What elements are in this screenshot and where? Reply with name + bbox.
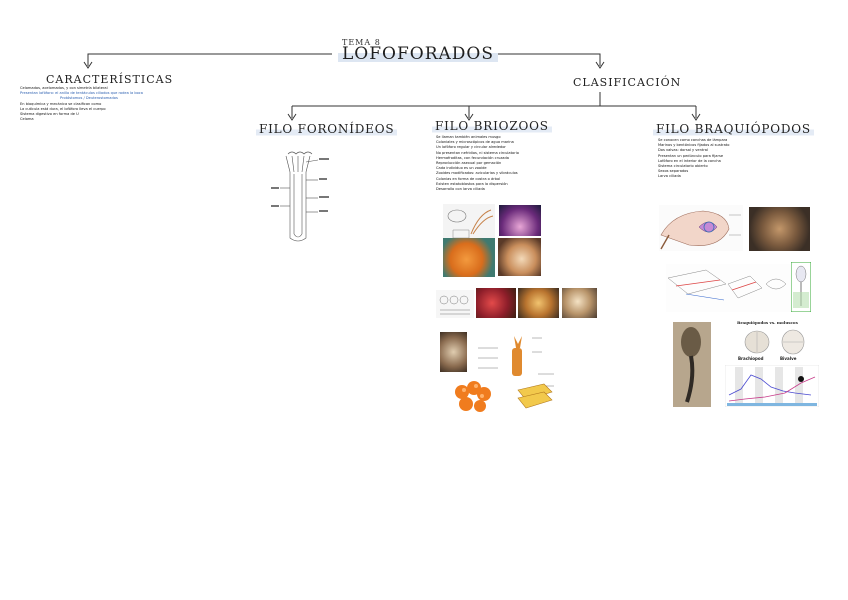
note-line: Zooides modificados: avicularias y vibrá… [436,171,519,176]
braquiopodo-shell-photo [749,207,810,251]
caracteristicas-notes: Celomados, acelomados, y con simetría bi… [20,86,143,122]
clasificacion-heading: CLASIFICACIÓN [573,76,681,89]
briozoos-notes: Se llaman también animales musgo Colonia… [436,135,519,192]
foronideos-heading: FILO FORONÍDEOS [256,122,397,136]
briozoo-photo [562,288,597,318]
braquiopodos-notes: Se conocen como conchas de lámpara Marin… [658,138,729,180]
braquiopodo-section-diagram [666,264,791,312]
note-line: Celoma [20,117,143,122]
note-line: Larva ciliada [658,174,729,179]
braquiopodo-lingula-photo [673,322,711,407]
briozoo-photo [499,205,541,236]
briozoo-photo [498,238,541,276]
briozoo-zooid-diagram [443,204,495,240]
bivalve-label: Bivalve [780,356,796,361]
briozoo-photo [518,288,559,318]
briozoo-colony-photo [452,380,496,414]
braquiopodos-heading: FILO BRAQUIÓPODOS [653,122,814,136]
braquiopodo-anatomy-diagram [659,205,743,251]
briozoo-colony-diagram [436,290,474,318]
briozoo-photo [443,238,495,277]
diversity-graph [725,365,819,407]
briozoo-photo [440,332,467,372]
page-title: LOFOFORADOS [338,44,498,64]
foronideo-anatomy-diagram [270,150,332,245]
caracteristicas-heading: CARACTERÍSTICAS [46,73,173,86]
note-line: Desarrollo con larva ciliada [436,187,519,192]
briozoo-photo [476,288,516,318]
shell-comparison-figure [735,328,815,356]
braquiopodo-lingula-diagram [791,262,811,312]
briozoos-heading: FILO BRIOZOOS [432,119,552,133]
comparison-title: Braquiópodos vs. moluscos [737,320,798,325]
brachiopod-label: Brachiopod [738,356,764,361]
